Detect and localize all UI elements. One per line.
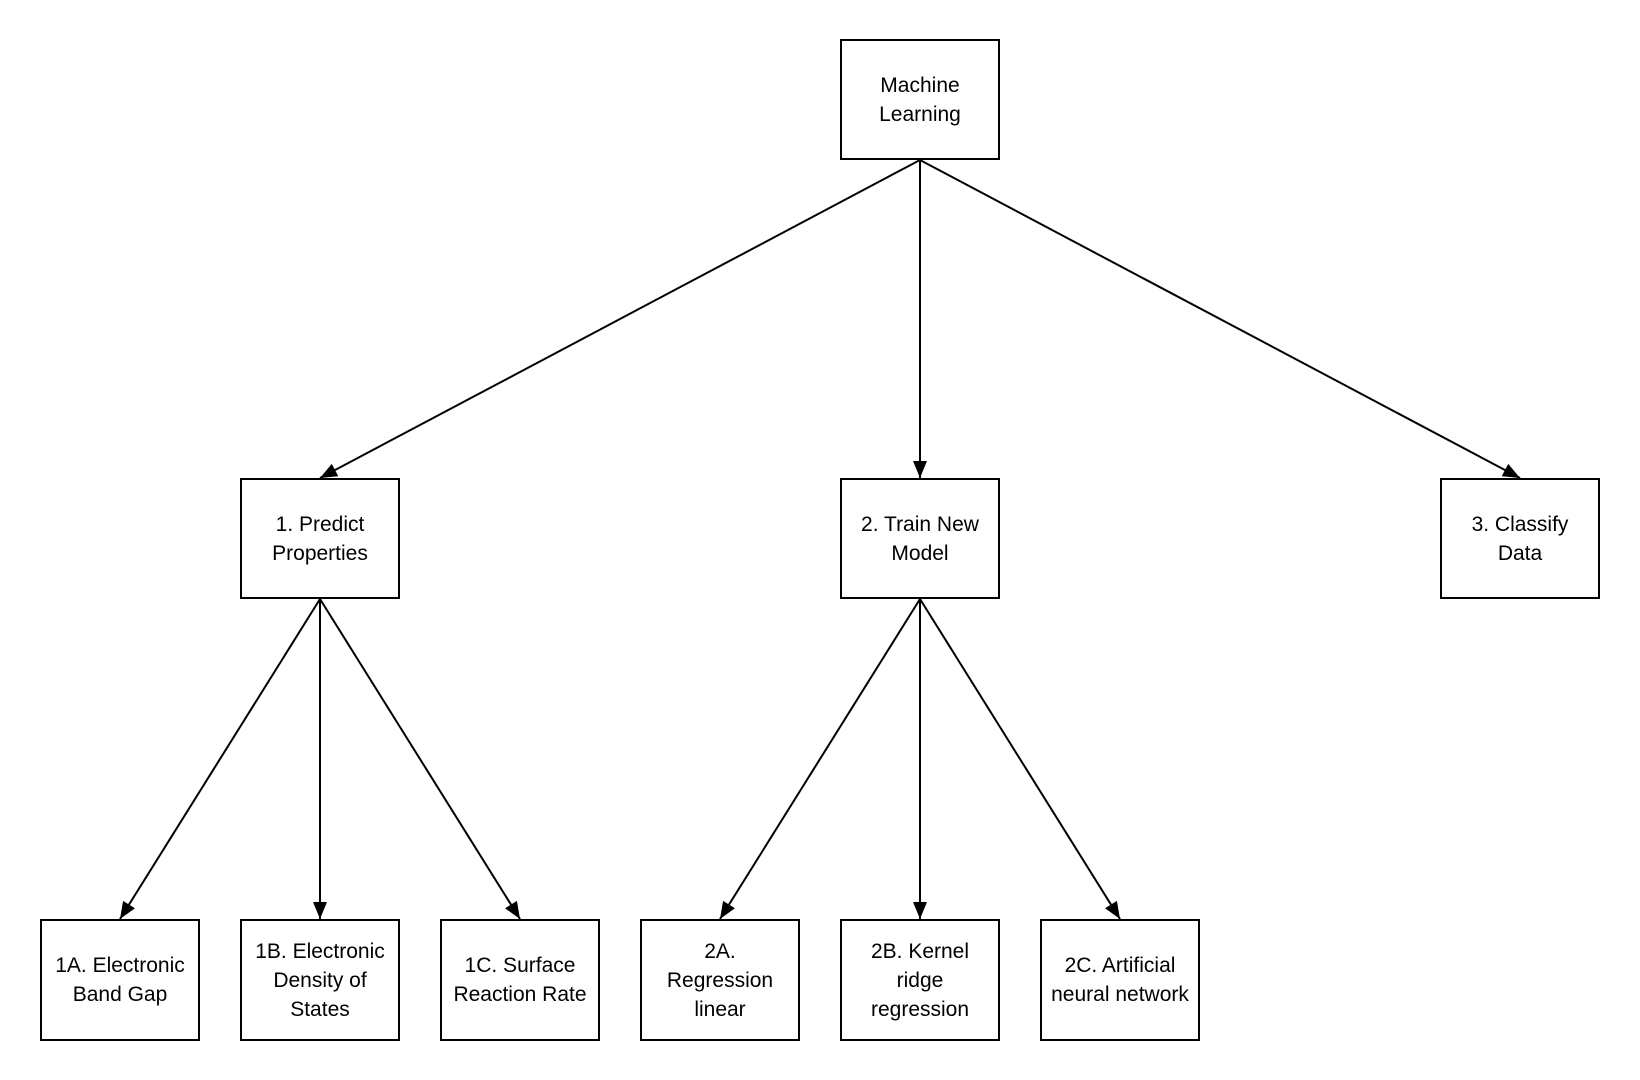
node-electronic-density-of-states: 1B. Electronic Density of States	[240, 919, 400, 1041]
node-surface-reaction-rate: 1C. Surface Reaction Rate	[440, 919, 600, 1041]
node-regression-linear: 2A. Regression linear	[640, 919, 800, 1041]
node-surface-reaction-rate-label: 1C. Surface Reaction Rate	[453, 954, 587, 1006]
edge-train-new-model-to-artificial-neural-network	[919, 598, 1121, 920]
edge-train-new-model-to-regression-linear	[719, 598, 921, 920]
node-train-new-model-label: 2. Train New Model	[861, 512, 979, 565]
node-machine-learning: Machine Learning	[840, 39, 1000, 160]
node-classify-data: 3. Classify Data	[1440, 478, 1600, 599]
node-electronic-density-of-states-label: 1B. Electronic Density of States	[255, 939, 385, 1021]
node-kernel-ridge-regression: 2B. Kernel ridge regression	[840, 919, 1000, 1041]
edge-root-to-predict-properties	[319, 159, 921, 479]
node-predict-properties: 1. Predict Properties	[240, 478, 400, 599]
node-electronic-band-gap-label: 1A. Electronic Band Gap	[55, 954, 185, 1006]
node-artificial-neural-network-label: 2C. Artificial neural network	[1051, 954, 1189, 1006]
node-regression-linear-label: 2A. Regression linear	[666, 939, 774, 1021]
edge-root-to-classify-data	[919, 159, 1521, 479]
edge-predict-properties-to-surface-reaction-rate	[319, 598, 521, 920]
edge-predict-properties-to-electronic-band-gap	[119, 598, 321, 920]
node-kernel-ridge-regression-label: 2B. Kernel ridge regression	[870, 939, 970, 1021]
node-predict-properties-label: 1. Predict Properties	[272, 512, 368, 565]
node-machine-learning-label: Machine Learning	[879, 73, 961, 126]
node-train-new-model: 2. Train New Model	[840, 478, 1000, 599]
node-electronic-band-gap: 1A. Electronic Band Gap	[40, 919, 200, 1041]
node-artificial-neural-network: 2C. Artificial neural network	[1040, 919, 1200, 1041]
node-classify-data-label: 3. Classify Data	[1471, 512, 1569, 565]
